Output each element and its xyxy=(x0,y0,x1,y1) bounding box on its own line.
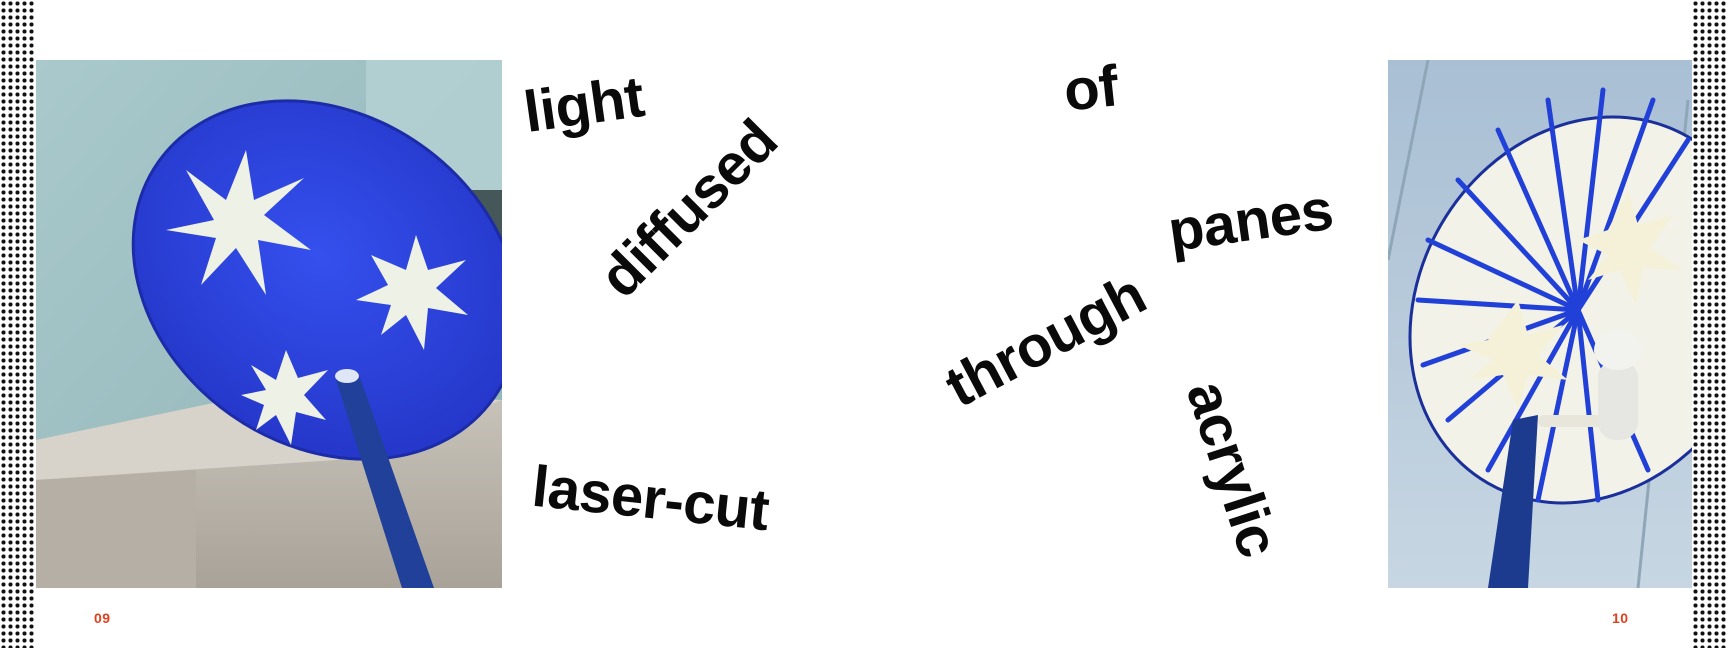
page-number-left: 09 xyxy=(94,610,111,626)
word-acrylic: acrylic xyxy=(1173,373,1292,565)
page-number-right: 10 xyxy=(1612,610,1629,626)
left-checker-border xyxy=(0,0,36,648)
right-fan-illustration xyxy=(1388,60,1692,588)
word-laser-cut: laser-cut xyxy=(529,453,773,544)
right-checker-border xyxy=(1692,0,1728,648)
word-diffused: diffused xyxy=(587,107,790,310)
right-fan-photo xyxy=(1388,60,1692,588)
left-fan-photo xyxy=(36,60,502,588)
word-of: of xyxy=(1060,53,1121,124)
word-panes: panes xyxy=(1164,176,1337,265)
word-light: light xyxy=(519,63,648,146)
word-through: through xyxy=(935,261,1156,420)
left-fan-illustration xyxy=(36,60,502,588)
